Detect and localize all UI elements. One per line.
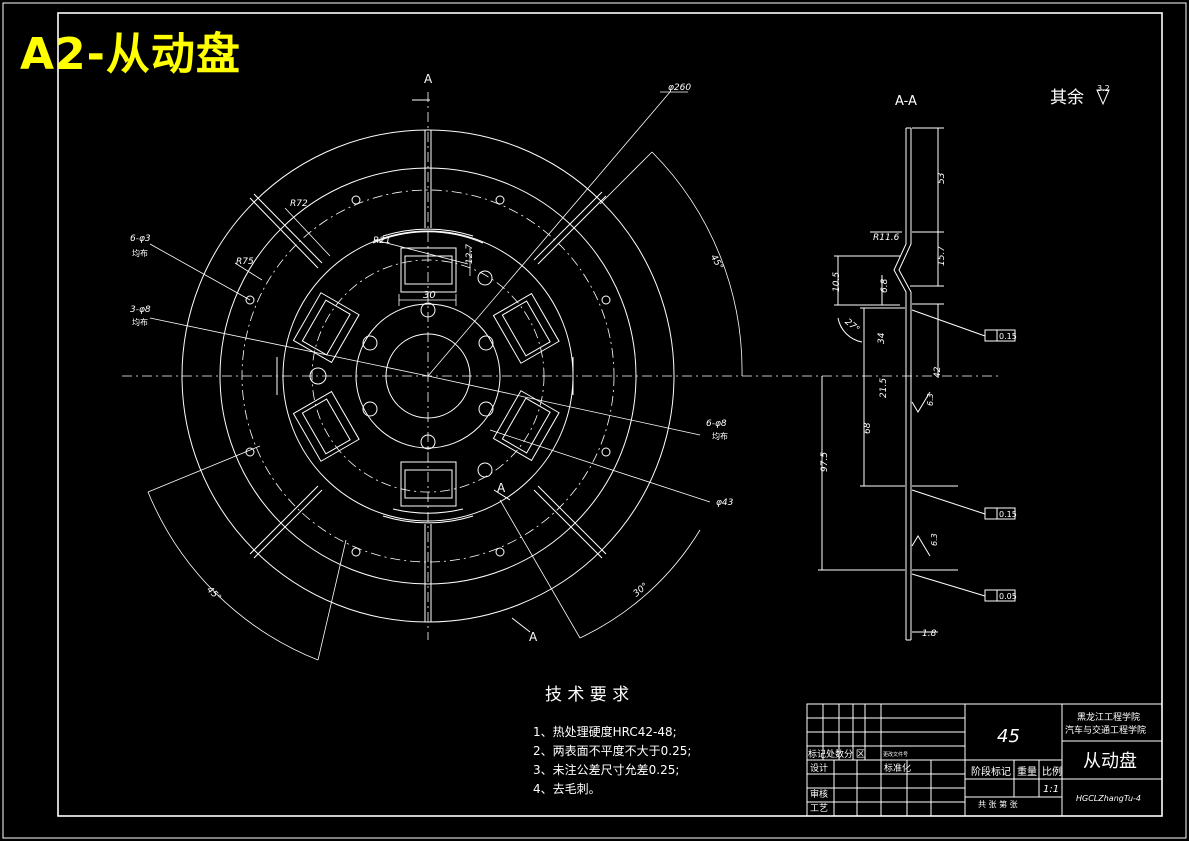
section-mark-top: A [424,72,433,86]
dim-15-7: 15.7 [937,246,947,266]
dim-ang45-top: 45° [708,253,725,272]
dim-r75: R75 [236,257,254,267]
leader-lines [147,91,743,661]
title-ratio-label: 比例 [1042,765,1062,778]
section-arrows [412,99,531,633]
title-review: 审核 [810,788,828,800]
dim-42: 42 [933,366,943,378]
title-school-1: 黑龙江工程学院 [1077,711,1140,723]
pitch-circle-holes [311,259,545,493]
title-revision-row: 标记处数分 区 [808,748,865,760]
spring-windows [292,247,560,507]
title-stage: 阶段标记 [971,765,1011,778]
dim-r72: R72 [290,199,308,209]
arc-slot-bottom-inner [392,508,464,514]
drawing-stamp: A2-从动盘 [20,29,241,80]
dim-97-5: 97.5 [820,452,830,472]
tech-item-3: 3、未注公差尺寸允差0.25; [533,762,679,777]
dim-21-5: 21.5 [879,378,889,398]
hub-circle [355,303,501,449]
front-view [122,91,1002,661]
tech-item-1: 1、热处理硬度HRC42-48; [533,724,677,739]
arc-slot-top-inner [382,228,474,237]
tolerance-3: 0.05 [999,592,1017,601]
dim-holes-b: 3-φ8 [130,305,151,315]
title-code: HGCLZhangTu-4 [1076,794,1141,803]
arc-slot-top [372,231,484,244]
dim-6-3b: 6.3 [930,533,939,546]
title-part-name: 从动盘 [1083,751,1137,772]
title-revision-tail: 更改文件号 [883,751,908,758]
dim-d260: φ260 [668,83,691,93]
roughness-other-value: 3.2 [1097,84,1110,93]
center-bore [385,333,471,419]
title-material: 45 [997,726,1020,747]
dim-6-3a: 6.3 [926,393,935,406]
section-view-title: A-A [895,94,917,109]
title-school-2: 汽车与交通工程学院 [1065,724,1146,736]
dim-holes-c-note: 均布 [712,431,728,441]
dim-holes-c: 6-φ8 [706,419,727,429]
section-mark-low: A [497,481,506,495]
section-mark-bottom: A [529,630,538,644]
arc-slot-bottom [382,515,474,524]
tolerance-1: 0.15 [999,332,1017,341]
pitch-circle-r75 [241,189,615,563]
holes [245,195,611,557]
title-design: 设计 [810,762,828,774]
dim-1-8: 1.8 [922,629,937,639]
dim-d43: φ43 [716,498,734,508]
inner-border [57,12,1163,817]
tolerance-2: 0.15 [999,510,1017,519]
dim-34: 34 [877,332,887,344]
dim-holes-a: 6-φ3 [130,234,151,244]
dim-68: 68 [863,422,873,434]
tech-item-4: 4、去毛刺。 [533,782,601,796]
roughness-other-label: 其余 [1050,88,1084,108]
friction-ring-outer [219,167,637,585]
dim-r21: R21 [373,236,391,246]
dim-r11-6: R11.6 [873,233,900,243]
section-view [818,89,1110,641]
dim-holes-a-note: 均布 [132,248,148,258]
tech-title: 技 术 要 求 [545,685,629,705]
dim-ang30: 30° [632,581,651,599]
title-ratio: 1:1 [1043,784,1059,795]
dim-ang45-bot: 45° [204,585,222,603]
outer-disc-circle [181,129,675,623]
dim-53: 53 [937,172,947,184]
title-standard: 标准化 [884,762,911,774]
title-block [806,703,1163,817]
dim-12-7: 12.7 [465,244,475,264]
dim-holes-b-note: 均布 [132,317,148,327]
radial-slots [249,130,607,622]
title-sheets: 共 张 第 张 [978,799,1018,809]
dim-6-8: 6.8 [880,278,890,293]
title-process: 工艺 [810,803,828,814]
tech-item-2: 2、两表面不平度不大于0.25; [533,743,691,758]
dim-30: 30 [423,290,436,301]
title-weight: 重量 [1017,765,1037,778]
dim-10-5: 10.5 [832,272,842,292]
